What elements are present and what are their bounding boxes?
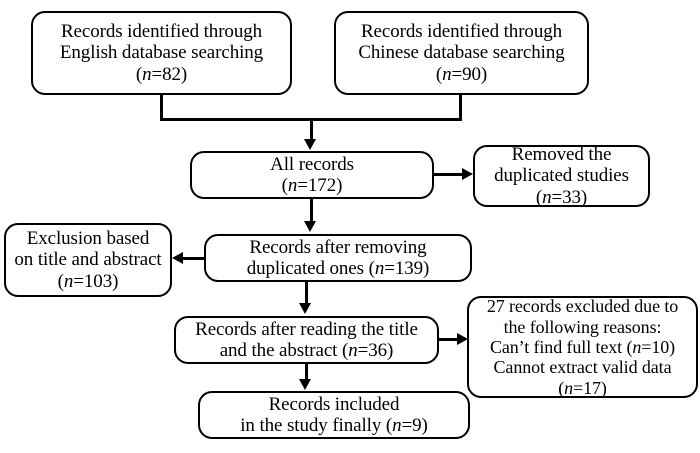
connector-afterreading-to-excluded [439,338,464,341]
node-records-identified-chinese: Records identified through Chinese datab… [334,11,589,95]
node-count: (n=17) [558,378,607,398]
line-prefix: in the study finally ( [240,415,393,436]
node-line: Exclusion based [26,227,150,249]
connector-afterremoving-to-afterreading [305,282,308,305]
paren-open: ( [535,186,543,208]
node-line: in the study finally (n=9) [240,415,428,436]
n-symbol: n [632,336,642,357]
n-symbol: n [392,415,402,436]
connector-allrecords-to-removed [434,173,468,176]
node-line: Records identified through [60,20,263,42]
arrowhead-to-excluded-reasons [457,333,468,345]
node-all-records: All records (n=172) [190,151,434,199]
node-line: Records after reading the title [195,318,418,340]
node-line: Cannot extract valid data [493,357,672,378]
n-symbol: n [442,63,452,85]
arrowhead-to-after-reading [299,303,311,314]
node-line: duplicated studies [494,165,629,187]
line-prefix: duplicated ones ( [246,258,375,279]
count-value: =36) [357,340,394,361]
node-line: the following reasons: [503,316,662,337]
count-value: =10) [641,336,676,357]
node-removed-duplicated-studies: Removed the duplicated studies (n=33) [473,143,650,208]
node-count: (n=90) [436,64,487,85]
n-symbol: n [348,340,358,361]
n-symbol: n [542,186,552,208]
node-records-after-removing-duplicates: Records after removing duplicated ones (… [204,234,472,282]
node-line: and the abstract (n=36) [220,340,394,361]
node-records-included-in-study: Records included in the study finally (n… [198,391,470,439]
connector-merge-stem [310,118,313,140]
paren-open: ( [435,63,443,85]
node-records-identified-english: Records identified through English datab… [31,11,292,95]
node-line: English database searching [59,42,264,64]
n-symbol: n [63,270,74,292]
arrowhead-to-after-removing [304,221,316,232]
count-value: =33) [551,186,588,208]
connector-english-drop [160,95,163,121]
count-value: =172) [297,175,343,196]
arrowhead-to-all-records [304,139,316,150]
connector-chinese-drop [459,95,462,121]
n-symbol: n [374,258,385,279]
n-symbol: n [564,377,574,398]
node-count: (n=172) [282,175,343,196]
node-line: Records after removing [249,236,427,258]
n-symbol: n [287,175,298,196]
arrowhead-to-removed-duplicates [462,168,473,180]
count-value: =9) [401,415,428,436]
connector-afterremoving-to-exclusion [176,257,206,260]
node-line: Records identified through [360,20,563,42]
node-line: All records [270,153,354,175]
connector-allrecords-to-afterremoving [310,199,313,223]
node-line: duplicated ones (n=139) [247,258,430,279]
paren-open: ( [57,270,64,292]
count-value: =103) [73,270,119,292]
connector-afterreading-to-included [305,364,308,381]
arrowhead-to-included [299,379,311,390]
node-line: Records included [268,393,400,415]
count-value: =17) [573,377,607,398]
node-line: Chinese database searching [358,42,565,64]
paren-open: ( [135,63,143,85]
node-line: Can’t find full text (n=10) [490,337,675,357]
node-count: (n=103) [58,271,119,292]
line-prefix: Can’t find full text ( [489,336,633,357]
n-symbol: n [142,63,152,85]
node-count: (n=33) [536,187,587,208]
line-prefix: and the abstract ( [219,340,349,361]
node-records-after-reading-title-abstract: Records after reading the title and the … [174,316,439,364]
node-exclusion-title-abstract: Exclusion based on title and abstract (n… [4,223,172,297]
paren-open: ( [281,175,288,196]
count-value: =139) [384,258,430,279]
paren-open: ( [558,377,565,398]
node-line: 27 records excluded due to [486,296,679,317]
node-count: (n=82) [136,64,187,85]
arrowhead-to-exclusion-title-abstract [172,252,183,264]
node-records-excluded-with-reasons: 27 records excluded due to the following… [467,296,698,398]
count-value: =82) [151,63,188,85]
count-value: =90) [451,63,488,85]
node-line: on title and abstract [14,249,162,271]
node-line: Removed the [511,143,612,165]
